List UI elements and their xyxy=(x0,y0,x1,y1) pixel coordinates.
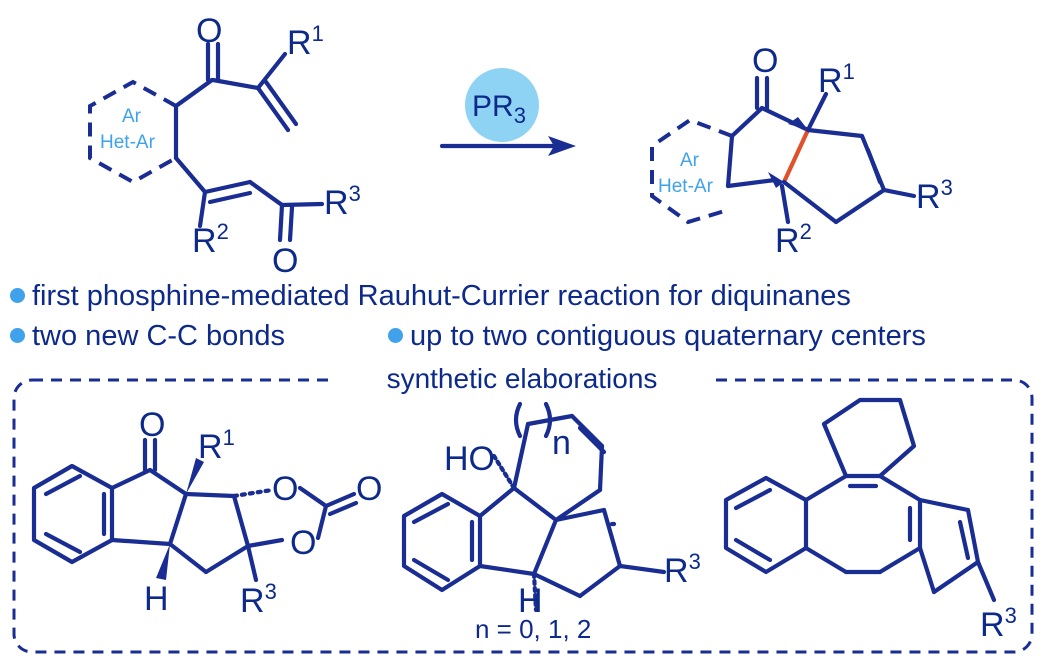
carbonate-h: H xyxy=(144,580,169,618)
alcohol-ring-size-n: n xyxy=(552,424,571,462)
stereo-wedge-r2 xyxy=(768,172,784,188)
bullet-dot xyxy=(388,327,403,343)
product-ring-label-ar: Ar xyxy=(680,150,700,171)
alcohol-h: H xyxy=(518,582,543,620)
box-title-mask xyxy=(336,362,708,398)
stereo-wedge-r1 xyxy=(788,117,808,130)
ring-label-het-ar: Het-Ar xyxy=(100,132,156,153)
catalyst-bubble xyxy=(465,68,539,142)
r1-label: R1 xyxy=(287,21,324,62)
product-oxygen: O xyxy=(752,42,778,80)
r2-label: R2 xyxy=(192,219,229,260)
product-r1: R1 xyxy=(818,59,855,100)
product-r2: R2 xyxy=(775,219,812,260)
catalyst-label: PR3 xyxy=(472,90,526,128)
alcohol-ho: HO xyxy=(444,440,495,478)
elaboration-carbonate: O R1 O O O H R3 xyxy=(31,406,382,620)
bullet-first-rc: first phosphine-mediated Rauhut-Currier … xyxy=(10,280,851,313)
carbonate-r1: R1 xyxy=(198,425,235,466)
product-diquinane: O R1 R3 R2 Ar Het-Ar xyxy=(650,42,953,260)
starting-material: O R1 R2 R3 O Ar Het-Ar xyxy=(88,12,361,280)
fused-ring-dashed xyxy=(88,79,177,185)
enone-oxygen: O xyxy=(272,242,298,280)
bullet-two-bonds: two new C-C bonds xyxy=(10,320,285,353)
ring-size-values: n = 0, 1, 2 xyxy=(475,614,592,644)
carbonate-o1: O xyxy=(272,470,298,508)
ketone-oxygen: O xyxy=(196,12,222,50)
carbonate-ketone-o: O xyxy=(139,406,165,444)
r3-label: R3 xyxy=(324,181,361,222)
carbonate-o2: O xyxy=(290,524,316,562)
elaborations-box xyxy=(12,378,1034,654)
product-ring-dashed xyxy=(650,117,733,225)
alcohol-r3: R3 xyxy=(664,549,701,590)
product-ring-label-het-ar: Het-Ar xyxy=(658,176,714,197)
bullet-quaternary: up to two contiguous quaternary centers xyxy=(388,320,926,353)
carbonate-o-carbonyl: O xyxy=(356,470,382,508)
ring-label-ar: Ar xyxy=(122,106,142,127)
arene-r3: R3 xyxy=(980,603,1017,644)
bullet-dot xyxy=(10,287,25,303)
bullet-dot xyxy=(10,327,25,343)
elaborations-title: synthetic elaborations xyxy=(386,363,658,394)
elaboration-bridged-alcohol: HO n R3 H xyxy=(401,401,701,620)
elaboration-polycyclic-arene: R3 xyxy=(723,397,1017,644)
reaction-arrow: PR3 xyxy=(439,68,576,156)
arrow-head xyxy=(548,136,576,156)
product-r3: R3 xyxy=(916,175,953,216)
carbonate-r3: R3 xyxy=(240,579,277,620)
